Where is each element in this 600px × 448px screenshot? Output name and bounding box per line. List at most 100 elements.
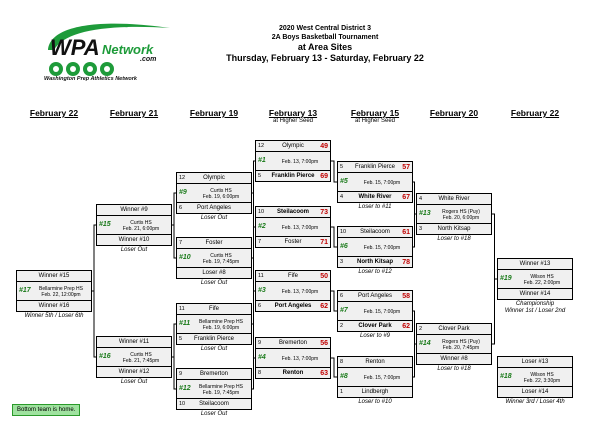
game-number: #2 <box>258 223 266 230</box>
team-slot: Winner #16 <box>17 300 91 311</box>
game-note: Loser to #18 <box>437 236 471 242</box>
connector-g14-g19 <box>492 278 497 345</box>
connector-g12-g16 <box>172 356 176 390</box>
game-site-time: Feb. 13, 7:00pm <box>281 289 319 295</box>
game-note: Loser Out <box>200 346 228 352</box>
team-name: Bremerton <box>278 340 307 346</box>
team-seed: 1 <box>340 389 344 395</box>
team-name: Olympic <box>203 175 225 181</box>
game-number: #18 <box>500 373 512 380</box>
team-seed: 5 <box>340 164 344 170</box>
team-score: 63 <box>320 370 328 377</box>
team-seed: 9 <box>179 371 183 377</box>
team-name: White River <box>358 194 392 200</box>
team-slot: Winner #10 <box>97 234 171 245</box>
column-subheading: at Higher Seed <box>272 118 314 124</box>
game-number: #1 <box>258 157 266 164</box>
column-heading: February 15 <box>350 108 400 118</box>
team-score: 61 <box>402 229 410 236</box>
game-note: Loser to #10 <box>358 399 392 405</box>
team-name: Franklin Pierce <box>193 336 234 342</box>
game-note: Loser to #11 <box>358 204 392 210</box>
team-seed: 10 <box>258 209 265 215</box>
logo-com-text: .com <box>140 56 157 63</box>
connector-g1-g5 <box>331 160 337 183</box>
team-seed: 12 <box>258 143 265 149</box>
team-name: Winner #10 <box>118 237 150 243</box>
team-slot: Winner #8 <box>417 353 491 364</box>
team-name: Winner #15 <box>38 273 70 279</box>
team-seed: 6 <box>179 205 183 211</box>
team-name: Steilacoom <box>360 229 390 235</box>
logo-tagline: Washington Prep Athletics Network <box>44 76 137 82</box>
team-name: Franklin Pierce <box>354 164 395 170</box>
connector-g6-g13 <box>413 213 416 248</box>
team-name: Loser #14 <box>521 389 549 395</box>
header-line3: at Area Sites <box>297 42 353 52</box>
header-line1: 2020 West Central District 3 <box>278 25 372 32</box>
game-number: #5 <box>340 178 348 185</box>
team-seed: 7 <box>258 239 262 245</box>
logo-swoosh-icon <box>48 23 170 76</box>
team-name: Steilacoom <box>276 209 309 215</box>
team-seed: 6 <box>258 303 262 309</box>
team-name: Fife <box>287 273 298 279</box>
team-name: Renton <box>282 370 304 376</box>
game-site-time: Feb. 13, 7:00pm <box>281 225 319 231</box>
team-name: Clover Park <box>358 323 392 329</box>
team-score: 57 <box>402 164 410 171</box>
game-number: #15 <box>99 221 111 228</box>
column-heading: February 22 <box>29 108 79 118</box>
team-seed: 3 <box>419 226 423 232</box>
team-name: Renton <box>365 359 385 365</box>
team-seed: 10 <box>340 229 347 235</box>
team-slot: Loser #14 <box>498 386 572 397</box>
logo-wpa-text: WPA <box>50 35 100 60</box>
team-slot: Winner #15 <box>17 271 91 282</box>
team-seed: 11 <box>179 306 185 312</box>
team-name: Franklin Pierce <box>271 173 315 179</box>
team-name: Port Angeles <box>274 303 312 309</box>
team-seed: 4 <box>340 194 344 200</box>
game-note: Loser Out <box>120 247 148 253</box>
team-name: Foster <box>205 240 223 246</box>
team-name: Port Angeles <box>357 293 393 299</box>
team-seed: 10 <box>179 401 186 407</box>
team-score: 78 <box>402 259 410 266</box>
game-site-time: Feb. 15, 7:00pm <box>363 309 401 315</box>
header-line2: 2A Boys Basketball Tournament <box>271 34 379 41</box>
connector-g2-g6 <box>331 226 337 248</box>
game-site-time: Feb. 15, 7:00pm <box>363 245 401 251</box>
header-line4: Thursday, February 13 - Saturday, Februa… <box>226 53 424 63</box>
team-slot: Loser #13 <box>498 357 572 368</box>
game-number: #17 <box>19 287 31 294</box>
team-score: 56 <box>320 340 328 347</box>
